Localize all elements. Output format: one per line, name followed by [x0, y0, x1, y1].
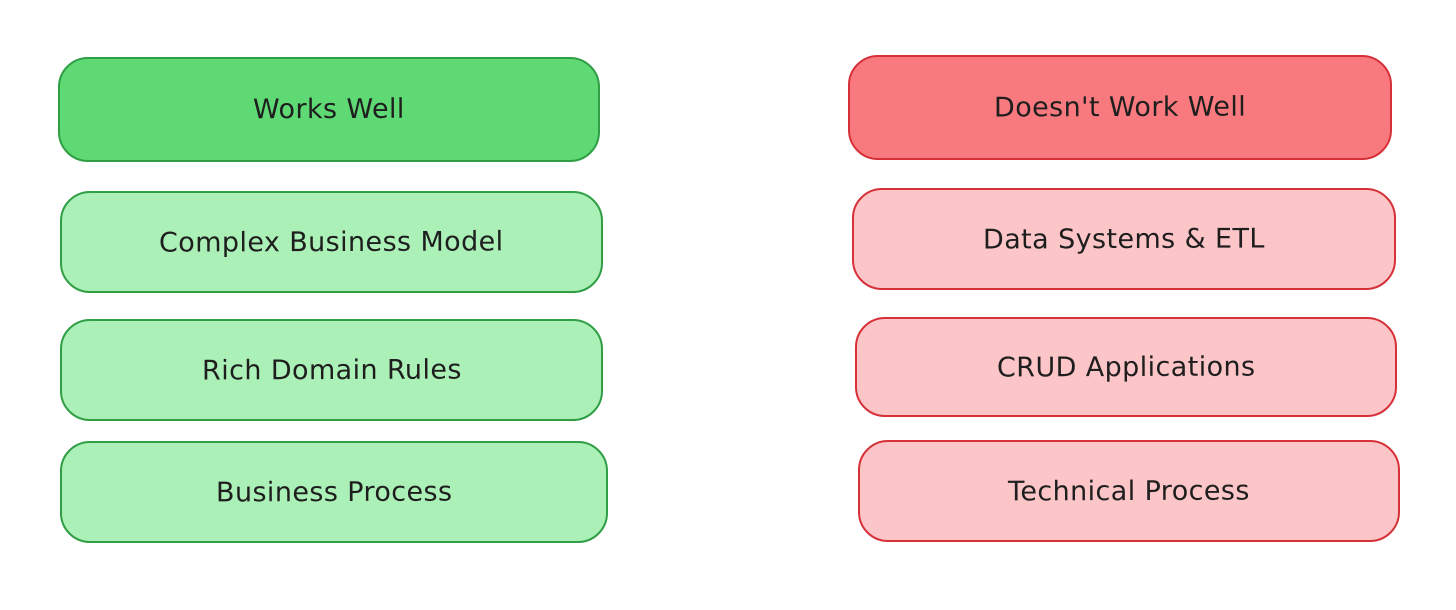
doesnt-work-well-item-box: Data Systems & ETL [852, 188, 1396, 290]
doesnt-work-well-item-box: Technical Process [858, 440, 1400, 542]
doesnt-work-well-item-label: Data Systems & ETL [983, 223, 1265, 255]
works-well-item-box: Business Process [60, 441, 608, 543]
works-well-item-box: Complex Business Model [60, 191, 603, 293]
doesnt-work-well-header-box: Doesn't Work Well [848, 55, 1392, 160]
doesnt-work-well-header-label: Doesn't Work Well [993, 91, 1247, 124]
works-well-item-label: Rich Domain Rules [201, 354, 462, 386]
works-well-item-box: Rich Domain Rules [60, 319, 603, 421]
doesnt-work-well-item-box: CRUD Applications [855, 317, 1397, 417]
doesnt-work-well-item-label: CRUD Applications [996, 351, 1256, 383]
doesnt-work-well-item-label: Technical Process [1008, 475, 1250, 507]
works-well-item-label: Complex Business Model [159, 225, 504, 259]
works-well-header-label: Works Well [253, 93, 405, 126]
works-well-item-label: Business Process [215, 476, 453, 508]
works-well-header-box: Works Well [58, 57, 600, 162]
